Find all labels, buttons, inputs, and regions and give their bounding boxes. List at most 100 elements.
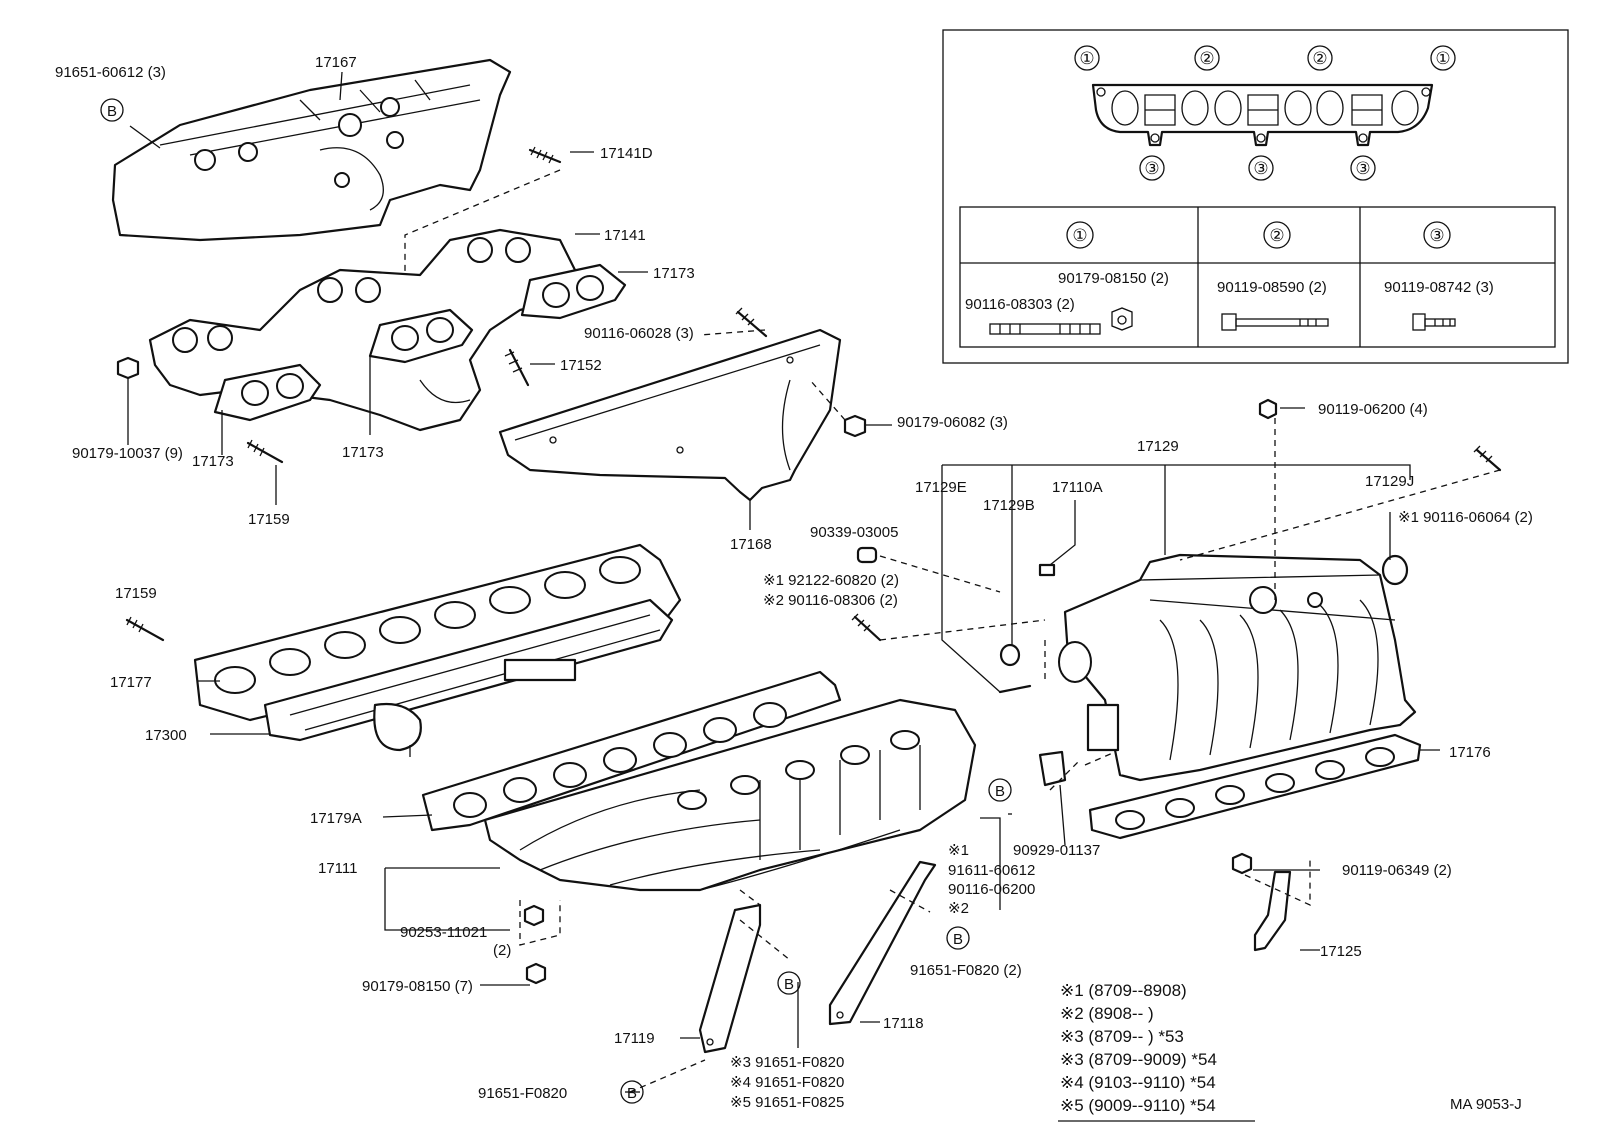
label-91651-60612: 91651-60612 (3) — [55, 64, 166, 81]
note-line-5: ※4 (9103--9110) *54 — [1060, 1073, 1216, 1092]
fitting-17129B — [999, 643, 1021, 667]
inset-table: ① ② ③ 90179-08150 (2) 90116-08303 (2) 90… — [959, 206, 1556, 348]
label-17173-mid: 17173 — [342, 444, 384, 461]
label-17152: 17152 — [560, 357, 602, 374]
label-17118: 17118 — [883, 1015, 924, 1032]
label-17173-left: 17173 — [192, 453, 234, 470]
note-line-2: ※2 (8908-- ) — [1060, 1004, 1154, 1023]
stud-92122-60820 — [851, 613, 882, 642]
marker-three-a: ③ — [1139, 155, 1165, 181]
bracket-17118 — [828, 860, 937, 1026]
stud-17141D — [528, 146, 562, 164]
svg-text:②: ② — [1269, 226, 1284, 245]
label-91611-60612: 91611-60612 — [948, 862, 1035, 879]
sensor-90929-01137 — [1038, 750, 1067, 787]
label-17177: 17177 — [110, 674, 152, 691]
table-header-one: ① — [1066, 221, 1094, 249]
table-col3-part: 90119-08742 (3) — [1384, 279, 1494, 296]
table-col1-part-b: 90116-08303 (2) — [965, 296, 1075, 313]
label-note-r2: ※2 — [948, 900, 969, 917]
svg-text:B: B — [627, 1085, 637, 1102]
marker-two-right: ② — [1307, 45, 1333, 71]
table-col1-part-a: 90179-08150 (2) — [1058, 270, 1169, 287]
inset-gasket-drawing — [1091, 83, 1434, 147]
exhaust-gasket-17173-right — [520, 263, 627, 320]
marker-b-right-mid: B — [988, 778, 1012, 802]
short-bolt-icon — [1412, 313, 1456, 331]
label-92122-60820: ※1 92122-60820 (2) — [763, 572, 899, 589]
label-91651-F0820-2: 91651-F0820 (2) — [910, 962, 1022, 979]
label-17141: 17141 — [604, 227, 646, 244]
bracket-17125 — [1253, 870, 1292, 952]
label-90253-qty: (2) — [493, 942, 511, 959]
marker-two-left: ② — [1194, 45, 1220, 71]
flange-bolt-icon — [1221, 313, 1329, 331]
diagram-code: MA 9053-J — [1450, 1096, 1522, 1113]
inset-panel: ① ② ② ① ③ ③ ③ ① ② ③ — [942, 29, 1569, 364]
label-17129B: 17129B — [983, 497, 1035, 514]
label-90119-06200: 90119-06200 (4) — [1318, 401, 1428, 418]
label-17129J: 17129J — [1365, 473, 1414, 490]
marker-three-b: ③ — [1248, 155, 1274, 181]
label-17159-lower: 17159 — [115, 585, 157, 602]
label-17129E: 17129E — [915, 479, 967, 496]
nut-icon — [1111, 307, 1133, 331]
label-90179-08150-7: 90179-08150 (7) — [362, 978, 473, 995]
nut-90253-11021 — [523, 904, 545, 927]
label-90116-06028: 90116-06028 (3) — [584, 325, 694, 342]
label-17129: 17129 — [1137, 438, 1179, 455]
bolt-90119-06200 — [1258, 398, 1278, 420]
label-17119: 17119 — [614, 1030, 655, 1047]
svg-text:②: ② — [1199, 49, 1214, 68]
note-line-1: ※1 (8709--8908) — [1060, 981, 1187, 1000]
svg-text:B: B — [995, 783, 1005, 800]
label-note-r1: ※1 — [948, 842, 969, 859]
label-91651-F0820-left: 91651-F0820 — [478, 1085, 567, 1102]
part-labels: 91651-60612 (3) 17167 17141D 17141 17173… — [55, 54, 1533, 1111]
label-note5-f0825: ※5 91651-F0825 — [730, 1094, 844, 1111]
label-17110A: 17110A — [1052, 479, 1103, 496]
label-17173-right: 17173 — [653, 265, 695, 282]
intake-manifold-17111 — [483, 698, 977, 892]
label-17168: 17168 — [730, 536, 772, 553]
nut-90179-06082 — [843, 414, 867, 438]
label-90119-06349: 90119-06349 (2) — [1342, 862, 1452, 879]
marker-b-right-bottom: B — [946, 926, 970, 950]
leader-lines — [127, 71, 1501, 1093]
svg-text:①: ① — [1079, 49, 1094, 68]
svg-text:①: ① — [1435, 49, 1450, 68]
note-line-4: ※3 (8709--9009) *54 — [1060, 1050, 1217, 1069]
exhaust-manifold-17141 — [148, 228, 577, 432]
label-90116-06064: ※1 90116-06064 (2) — [1398, 509, 1533, 526]
table-header-three: ③ — [1423, 221, 1451, 249]
svg-text:③: ③ — [1144, 159, 1159, 178]
long-bolt-icon — [989, 323, 1101, 335]
label-17179A: 17179A — [310, 810, 362, 827]
insulator-17168 — [498, 328, 842, 502]
label-90179-06082: 90179-06082 (3) — [897, 414, 1008, 431]
label-90179-10037: 90179-10037 (9) — [72, 445, 183, 462]
egr-valve-assembly-17300 — [263, 598, 674, 757]
intake-chamber-17129 — [1058, 553, 1417, 782]
fitting-17110A — [1038, 563, 1056, 577]
svg-text:③: ③ — [1355, 159, 1370, 178]
label-90339-03005: 90339-03005 — [810, 524, 898, 541]
stud-90116-06028 — [735, 307, 768, 338]
stud-90116-06064 — [1473, 445, 1502, 472]
marker-one-right: ① — [1430, 45, 1456, 71]
stud-17159-upper — [246, 439, 284, 464]
label-17167: 17167 — [315, 54, 357, 71]
label-17159-upper: 17159 — [248, 511, 290, 528]
label-17300: 17300 — [145, 727, 187, 744]
label-90929-01137: 90929-01137 — [1013, 842, 1100, 859]
heat-insulator-17167 — [111, 58, 512, 242]
svg-text:B: B — [784, 976, 794, 993]
marker-b-top: B — [100, 98, 124, 122]
label-17141D: 17141D — [600, 145, 653, 162]
table-col2-part: 90119-08590 (2) — [1217, 279, 1327, 296]
label-90116-06200: 90116-06200 — [948, 881, 1035, 898]
fitting-17129E — [998, 684, 1032, 694]
svg-text:③: ③ — [1253, 159, 1268, 178]
label-90253-11021: 90253-11021 — [400, 924, 487, 941]
